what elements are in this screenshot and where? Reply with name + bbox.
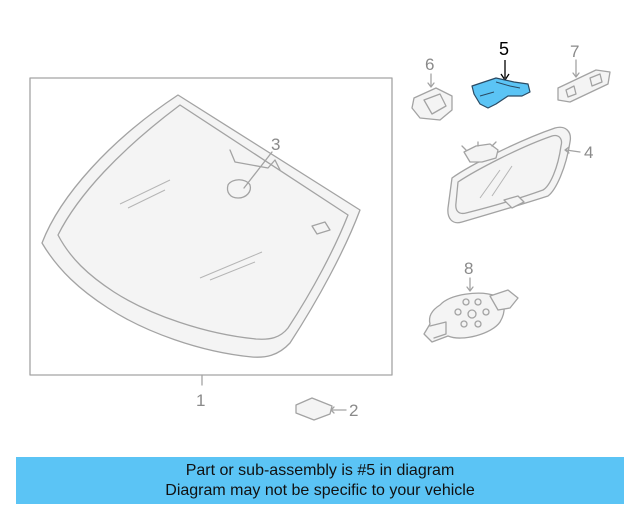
sensor-8-body — [423, 292, 505, 343]
sensor-part-3[interactable]: 3 — [243, 135, 280, 189]
bracket-7-tabs — [565, 73, 603, 98]
cover-5-body — [471, 77, 531, 109]
leader-arrow-6 — [427, 82, 435, 88]
sensor-8-lens-7 — [474, 320, 482, 328]
leader-arrow-4 — [564, 146, 570, 154]
clip-body — [295, 397, 333, 421]
sensor-8-lens-1 — [462, 298, 470, 306]
windshield-part-1[interactable]: 1 — [29, 77, 393, 410]
mirror-glass — [455, 134, 563, 215]
cover-part-5[interactable]: 5 — [471, 39, 531, 109]
leader-line-3 — [243, 151, 273, 189]
windshield-sensor-pad — [226, 179, 252, 199]
sensor-8-lens-6 — [460, 320, 468, 328]
mirror-part-4[interactable]: 4 — [447, 126, 594, 224]
callout-5: 5 — [499, 39, 509, 59]
bracket-6-window — [423, 93, 447, 115]
callout-4: 4 — [584, 143, 593, 162]
info-banner: Part or sub-assembly is #5 in diagram Di… — [16, 457, 624, 504]
bracket-part-6[interactable]: 6 — [411, 55, 453, 121]
bracket-6-body — [411, 87, 453, 121]
leader-arrow-7 — [572, 72, 580, 78]
callout-8: 8 — [464, 259, 473, 278]
windshield-glare-bottom — [199, 251, 263, 281]
windshield-vin-window — [311, 221, 331, 235]
windshield-glare-top — [119, 179, 171, 209]
sensor-8-lens-4 — [467, 309, 477, 319]
callout-1: 1 — [196, 391, 205, 410]
mirror-glare — [479, 165, 513, 199]
bracket-part-7[interactable]: 7 — [557, 42, 611, 103]
sensor-8-connector — [489, 289, 519, 311]
callout-6: 6 — [425, 55, 434, 74]
banner-line-2: Diagram may not be specific to your vehi… — [165, 481, 475, 499]
callout-2: 2 — [349, 401, 358, 420]
callout-3: 3 — [271, 135, 280, 154]
windshield-glass-inner — [57, 104, 349, 340]
cover-5-details — [479, 81, 521, 97]
windshield-frame-box — [29, 77, 393, 376]
callout-7: 7 — [570, 42, 579, 61]
mirror-mount — [463, 143, 499, 163]
bracket-7-body — [557, 69, 611, 103]
sensor-8-lens-2 — [474, 298, 482, 306]
sensor-part-8[interactable]: 8 — [423, 259, 519, 343]
leader-line-4 — [565, 149, 581, 153]
sensor-8-tab — [429, 321, 447, 339]
mirror-bottom-clip — [503, 195, 525, 209]
windshield-glass-outer — [41, 94, 361, 358]
leader-arrow-8 — [466, 286, 474, 292]
windshield-mirror-notch — [229, 149, 281, 171]
sensor-8-lens-3 — [454, 308, 462, 316]
banner-line-1: Part or sub-assembly is #5 in diagram — [185, 461, 455, 479]
parts-diagram: 1 3 2 6 5 7 — [29, 39, 611, 421]
mirror-housing — [447, 126, 572, 224]
sensor-8-lens-5 — [482, 308, 490, 316]
clip-part-2[interactable]: 2 — [295, 397, 358, 421]
mirror-mount-pins — [461, 141, 497, 151]
leader-arrow-2 — [330, 406, 335, 414]
